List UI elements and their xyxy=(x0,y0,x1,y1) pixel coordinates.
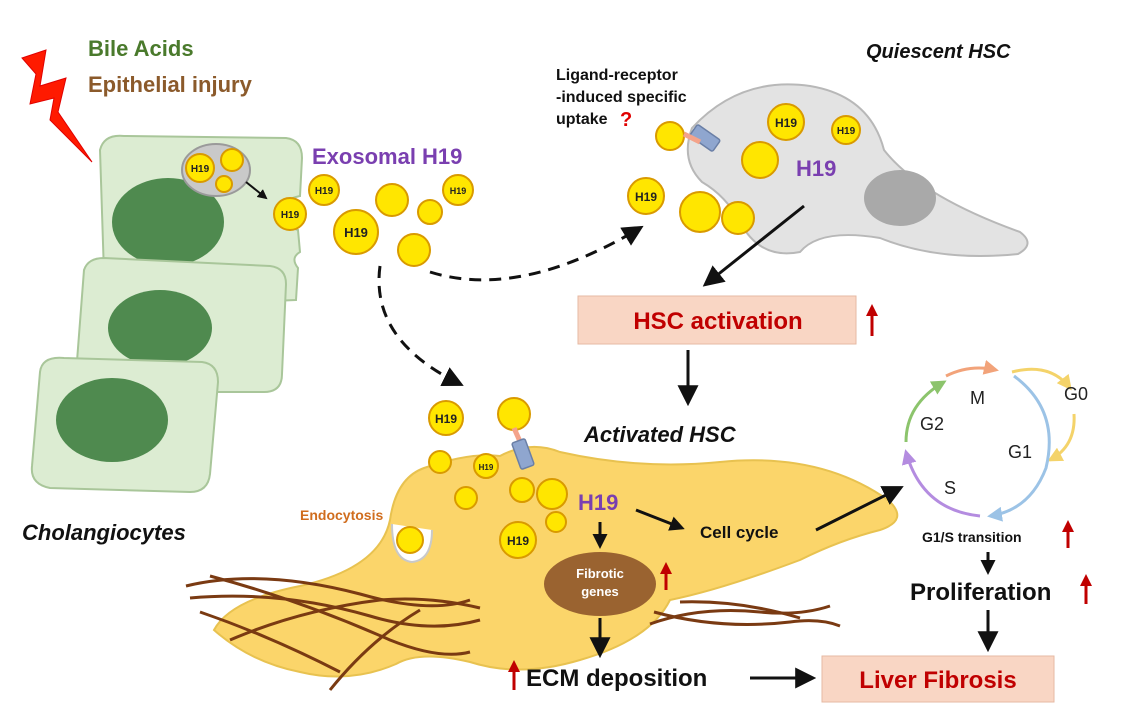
up-arrow-icon xyxy=(660,562,672,590)
secretion-arrow xyxy=(245,181,268,200)
h19-vesicle xyxy=(428,400,464,436)
h19-vesicle xyxy=(721,201,755,235)
liver-fibrosis-label: Liver Fibrosis xyxy=(859,667,1016,694)
h19-vesicle xyxy=(497,397,531,431)
fibrotic-genes-line2: genes xyxy=(581,584,619,599)
cholangiocytes-group: H19 H19 xyxy=(30,134,307,494)
hsc-activation-label: HSC activation xyxy=(633,308,802,335)
h19-vesicle xyxy=(499,521,537,559)
cellcycle-to-wheel-arrow xyxy=(815,486,904,532)
cholangiocyte-nucleus xyxy=(56,378,168,462)
h19-vesicle xyxy=(509,477,535,503)
phase-g2: G2 xyxy=(920,414,944,434)
liver-fibrosis-box xyxy=(821,655,1055,703)
h19-vesicle xyxy=(215,175,233,193)
uptake-text-line3: uptake xyxy=(556,111,608,128)
h19-vesicle xyxy=(396,526,424,554)
lightning-bolt-icon xyxy=(21,49,93,163)
receptor-icon xyxy=(689,124,721,152)
cell-cycle-label: Cell cycle xyxy=(700,523,778,542)
vesicle-label: H19 xyxy=(191,164,210,175)
phase-g1: G1 xyxy=(1008,442,1032,462)
h19-vesicle xyxy=(273,197,307,231)
h19-to-cellcycle-arrow xyxy=(635,508,685,531)
h19-vesicle xyxy=(333,209,379,255)
h19-vesicle xyxy=(473,453,499,479)
up-arrow-icon xyxy=(1080,574,1092,604)
h19-vesicle xyxy=(185,153,215,183)
uptake-text-line1: Ligand-receptor xyxy=(556,67,678,84)
bile-acids-label: Bile Acids xyxy=(88,36,194,61)
up-arrow-icon xyxy=(1062,520,1074,548)
quiescent-nucleus xyxy=(864,170,936,226)
vesicle-label: H19 xyxy=(450,186,467,196)
h19-vesicle xyxy=(428,450,452,474)
fibrotic-genes-line1: Fibrotic xyxy=(576,566,624,581)
h19-vesicle xyxy=(655,121,685,151)
vesicle-label: H19 xyxy=(435,412,457,426)
vesicle-label: H19 xyxy=(344,225,368,240)
h19-vesicle xyxy=(442,174,474,206)
uptake-dashed-arrow-activated xyxy=(377,265,464,387)
exosome-cluster: H19 H19 H19 xyxy=(308,174,474,267)
h19-vesicle xyxy=(417,199,443,225)
vesicle-label: H19 xyxy=(837,126,856,137)
h19-vesicle xyxy=(308,174,340,206)
uptake-dashed-arrow-quiescent xyxy=(429,225,644,282)
activated-hsc-label: Activated HSC xyxy=(583,422,737,447)
proliferation-label: Proliferation xyxy=(910,579,1051,606)
vesicle-label: H19 xyxy=(281,210,300,221)
up-arrow-icon xyxy=(866,304,878,336)
epithelial-injury-label: Epithelial injury xyxy=(88,72,253,97)
up-arrow-icon xyxy=(508,660,520,690)
ecm-fibers xyxy=(185,574,841,691)
quiescent-hsc-label: Quiescent HSC xyxy=(866,41,1011,63)
receptor-icon xyxy=(511,438,535,470)
h19-vesicle xyxy=(220,148,244,172)
vesicle-label: H19 xyxy=(635,190,657,204)
ligand-receptor-link xyxy=(682,131,702,145)
endocytosis-label: Endocytosis xyxy=(300,507,383,523)
activation-arrow xyxy=(702,204,805,287)
h19-vesicle xyxy=(741,141,779,179)
vesicle-label: H19 xyxy=(315,186,334,197)
h19-activated-label: H19 xyxy=(578,490,618,515)
h19-vesicle xyxy=(375,183,409,217)
vesicle-label: H19 xyxy=(479,463,494,472)
question-mark: ? xyxy=(620,109,632,131)
h19-vesicle xyxy=(536,478,568,510)
cell-cycle-wheel: M G0 G1 S G2 xyxy=(901,359,1088,522)
ecm-deposition-label: ECM deposition xyxy=(526,665,707,692)
g1s-transition-label: G1/S transition xyxy=(922,529,1022,545)
h19-vesicle xyxy=(397,233,431,267)
phase-g0: G0 xyxy=(1064,384,1088,404)
cholangiocyte-nucleus xyxy=(112,178,224,266)
vesicle-label: H19 xyxy=(507,534,529,548)
cholangiocytes-label: Cholangiocytes xyxy=(22,520,186,545)
h19-vesicle xyxy=(454,486,478,510)
uptake-text-line2: -induced specific xyxy=(556,89,687,106)
h19-vesicle xyxy=(767,103,805,141)
phase-s: S xyxy=(944,478,956,498)
h19-quiescent-label: H19 xyxy=(796,156,836,181)
h19-vesicle xyxy=(831,115,861,145)
h19-vesicle xyxy=(679,191,721,233)
fibrotic-genes-ellipse xyxy=(544,552,656,616)
phase-m: M xyxy=(970,388,985,408)
exosomal-h19-label: Exosomal H19 xyxy=(312,144,462,169)
h19-vesicle xyxy=(545,511,567,533)
vesicle-label: H19 xyxy=(775,116,797,130)
cholangiocyte-nucleus xyxy=(108,290,212,366)
h19-vesicle xyxy=(627,177,665,215)
hsc-activation-box xyxy=(577,295,857,345)
